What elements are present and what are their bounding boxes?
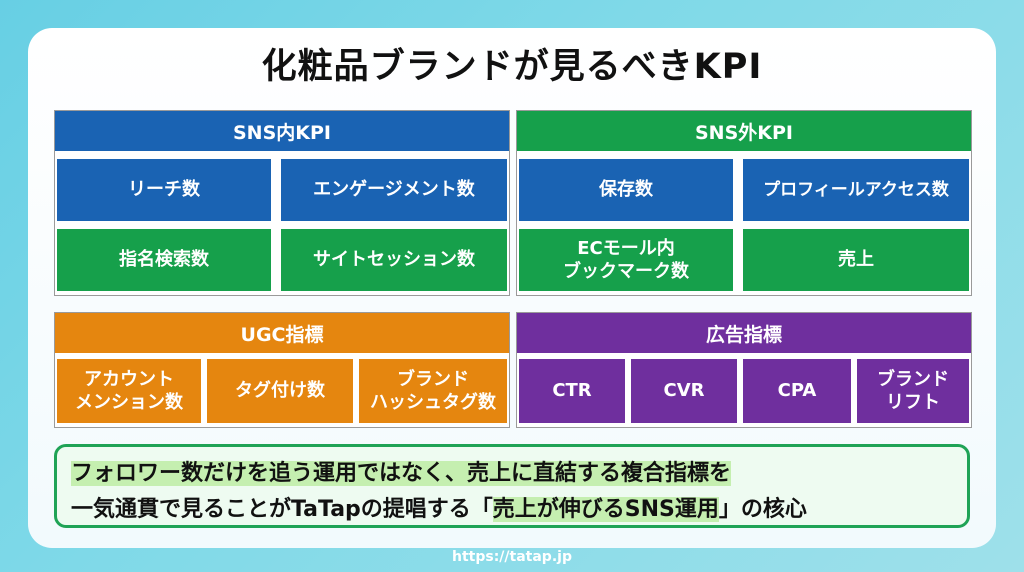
kpi-engagement: エンゲージメント数 [281,159,507,221]
kpi-reach: リーチ数 [57,159,271,221]
summary-line-1-text: フォロワー数だけを追う運用ではなく、売上に直結する複合指標を [71,461,732,486]
footer-url: https://tatap.jp [452,549,572,565]
sns-out-kpi-panel: SNS外KPI 保存数 プロフィールアクセス数 ECモール内 ブックマーク数 売… [516,110,972,296]
ad-metrics-panel: 広告指標 CTR CVR CPA ブランド リフト [516,312,972,428]
ugc-account-mentions: アカウント メンション数 [57,359,201,423]
summary-line-2-part-a: 一気通貫で見ることがTaTapの提唱する「 [71,497,493,522]
summary-line-1: フォロワー数だけを追う運用ではなく、売上に直結する複合指標を [71,455,732,487]
kpi-ec-bookmark: ECモール内 ブックマーク数 [519,229,733,291]
ugc-tag-count: タグ付け数 [207,359,353,423]
sns-out-kpi-header: SNS外KPI [517,111,971,151]
kpi-sales: 売上 [743,229,969,291]
ugc-brand-hashtags-label: ブランド ハッシュタグ数 [370,368,496,413]
kpi-saves: 保存数 [519,159,733,221]
kpi-site-session: サイトセッション数 [281,229,507,291]
sns-in-kpi-header: SNS内KPI [55,111,509,151]
page-title: 化粧品ブランドが見るべきKPI [261,47,763,87]
ad-brand-lift: ブランド リフト [857,359,969,423]
kpi-ec-bookmark-label: ECモール内 ブックマーク数 [563,237,689,282]
ugc-brand-hashtags: ブランド ハッシュタグ数 [359,359,507,423]
kpi-profile-access: プロフィールアクセス数 [743,159,969,221]
ugc-account-mentions-label: アカウント メンション数 [75,368,183,413]
summary-line-2: 一気通貫で見ることがTaTapの提唱する「売上が伸びるSNS運用」の核心 [71,491,807,523]
ugc-metrics-header: UGC指標 [55,313,509,353]
ad-ctr: CTR [519,359,625,423]
kpi-brand-search: 指名検索数 [57,229,271,291]
sns-in-kpi-panel: SNS内KPI リーチ数 エンゲージメント数 指名検索数 サイトセッション数 [54,110,510,296]
summary-line-2-part-c: 」の核心 [718,497,807,522]
summary-box: フォロワー数だけを追う運用ではなく、売上に直結する複合指標を 一気通貫で見ること… [54,444,970,528]
ugc-metrics-panel: UGC指標 アカウント メンション数 タグ付け数 ブランド ハッシュタグ数 [54,312,510,428]
ad-cvr: CVR [631,359,737,423]
summary-line-2-highlight: 売上が伸びるSNS運用 [492,497,719,522]
ad-metrics-header: 広告指標 [517,313,971,353]
ad-cpa: CPA [743,359,851,423]
ad-brand-lift-label: ブランド リフト [877,368,949,413]
